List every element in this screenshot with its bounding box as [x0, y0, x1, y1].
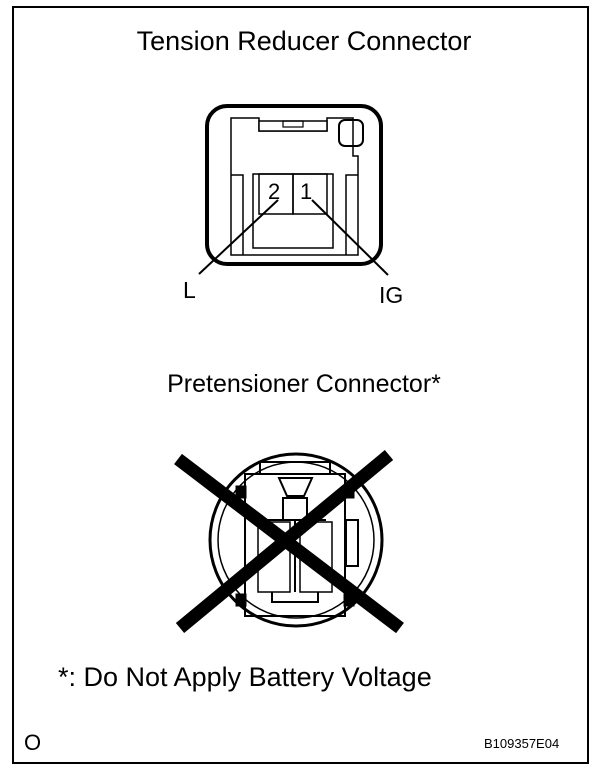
tension-reducer-connector — [198, 104, 389, 276]
pin1-leader-line — [311, 199, 389, 276]
pin-signal-IG: IG — [379, 282, 404, 308]
pretensioner-top-latch — [259, 461, 331, 474]
crossed-out-mark — [174, 449, 404, 634]
connector-key — [338, 119, 364, 147]
pretensioner-bottom-rib — [271, 592, 319, 603]
pretensioner-side-key — [345, 519, 359, 567]
pretensioner-connector — [208, 452, 384, 628]
corner-tab-bl — [235, 593, 247, 607]
connector-outer-shell — [205, 104, 383, 266]
terminal-1-cavity — [292, 173, 328, 215]
tension-reducer-title: Tension Reducer Connector — [136, 26, 472, 56]
pin-number-2: 2 — [268, 179, 281, 204]
pretensioner-latch-wedge — [277, 477, 314, 497]
pin2-leader-line — [198, 199, 279, 275]
left-rail — [231, 174, 244, 255]
pretensioner-center-slot — [282, 497, 308, 521]
lug-notch — [282, 120, 304, 128]
corner-mark: O — [24, 730, 42, 755]
pretensioner-title: Pretensioner Connector* — [167, 370, 441, 398]
pin-number-1: 1 — [300, 179, 313, 204]
pin-signal-L: L — [183, 277, 196, 303]
connector-round-outer — [208, 452, 384, 628]
locking-lug — [258, 120, 328, 132]
corner-tab-tl — [235, 485, 247, 499]
figure-frame — [12, 6, 589, 764]
right-rail — [345, 174, 358, 255]
warning-note: *: Do Not Apply Battery Voltage — [58, 662, 432, 692]
figure-id: B109357E04 — [484, 736, 560, 751]
cross-line-2 — [175, 449, 394, 634]
